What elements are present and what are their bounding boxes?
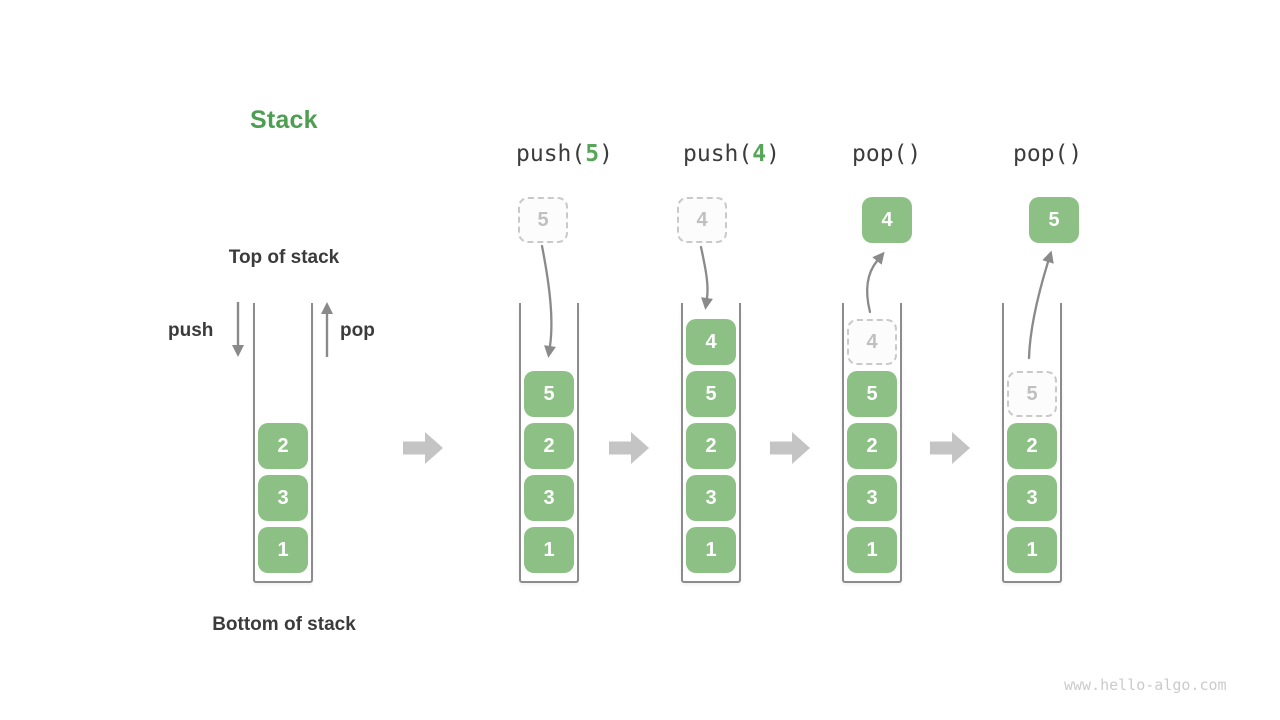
stack-container-during-pop5: 5 2 3 1 [1002, 303, 1062, 583]
stack-item: 3 [524, 475, 574, 521]
bottom-of-stack-label: Bottom of stack [212, 614, 356, 635]
stack-item: 3 [1007, 475, 1057, 521]
push-label: push [168, 320, 214, 341]
stack-item: 2 [524, 423, 574, 469]
stack-item: 1 [524, 527, 574, 573]
op-text: pop( [852, 141, 908, 167]
op-text: ) [1068, 141, 1083, 167]
stack-item: 5 [686, 371, 736, 417]
flow-arrow-icon [770, 432, 810, 464]
top-of-stack-label: Top of stack [228, 247, 340, 268]
stack-container-during-pop4: 4 5 2 3 1 [842, 303, 902, 583]
op-text: push( [516, 141, 586, 167]
op-text: ) [907, 141, 922, 167]
op-arg: 5 [585, 141, 600, 167]
op-label-push-5: push(5) [516, 141, 613, 167]
stack-item: 4 [686, 319, 736, 365]
watermark: www.hello-algo.com [1064, 676, 1227, 694]
page-title: Stack [250, 106, 318, 134]
stack-container-after-push5: 5 2 3 1 [519, 303, 579, 583]
flow-arrow-icon [609, 432, 649, 464]
stack-item: 2 [1007, 423, 1057, 469]
incoming-box-5: 5 [518, 197, 568, 243]
stack-item: 1 [1007, 527, 1057, 573]
stack-item: 5 [524, 371, 574, 417]
stack-item: 2 [686, 423, 736, 469]
stack-item: 1 [847, 527, 897, 573]
stack-item: 5 [847, 371, 897, 417]
incoming-box-4: 4 [677, 197, 727, 243]
stack-item-ghost: 4 [847, 319, 897, 365]
op-label-push-4: push(4) [683, 141, 780, 167]
stack-container-after-push4: 4 5 2 3 1 [681, 303, 741, 583]
stack-item: 1 [258, 527, 308, 573]
stack-item: 3 [847, 475, 897, 521]
popped-box-5: 5 [1029, 197, 1079, 243]
stack-container-initial: 2 3 1 [253, 303, 313, 583]
stack-item: 2 [847, 423, 897, 469]
op-text: push( [683, 141, 753, 167]
stack-item: 3 [258, 475, 308, 521]
op-arg: 4 [752, 141, 767, 167]
stack-item: 1 [686, 527, 736, 573]
push4-curved-arrow-icon [699, 245, 713, 310]
stack-item: 2 [258, 423, 308, 469]
stack-item-ghost: 5 [1007, 371, 1057, 417]
popped-box-4: 4 [862, 197, 912, 243]
stack-item: 3 [686, 475, 736, 521]
op-label-pop-second: pop() [1013, 141, 1082, 167]
op-text: ) [599, 141, 613, 167]
flow-arrow-icon [403, 432, 443, 464]
op-text: pop( [1013, 141, 1069, 167]
flow-arrow-icon [930, 432, 970, 464]
pop-label: pop [340, 320, 375, 341]
op-label-pop-first: pop() [852, 141, 921, 167]
op-text: ) [766, 141, 780, 167]
